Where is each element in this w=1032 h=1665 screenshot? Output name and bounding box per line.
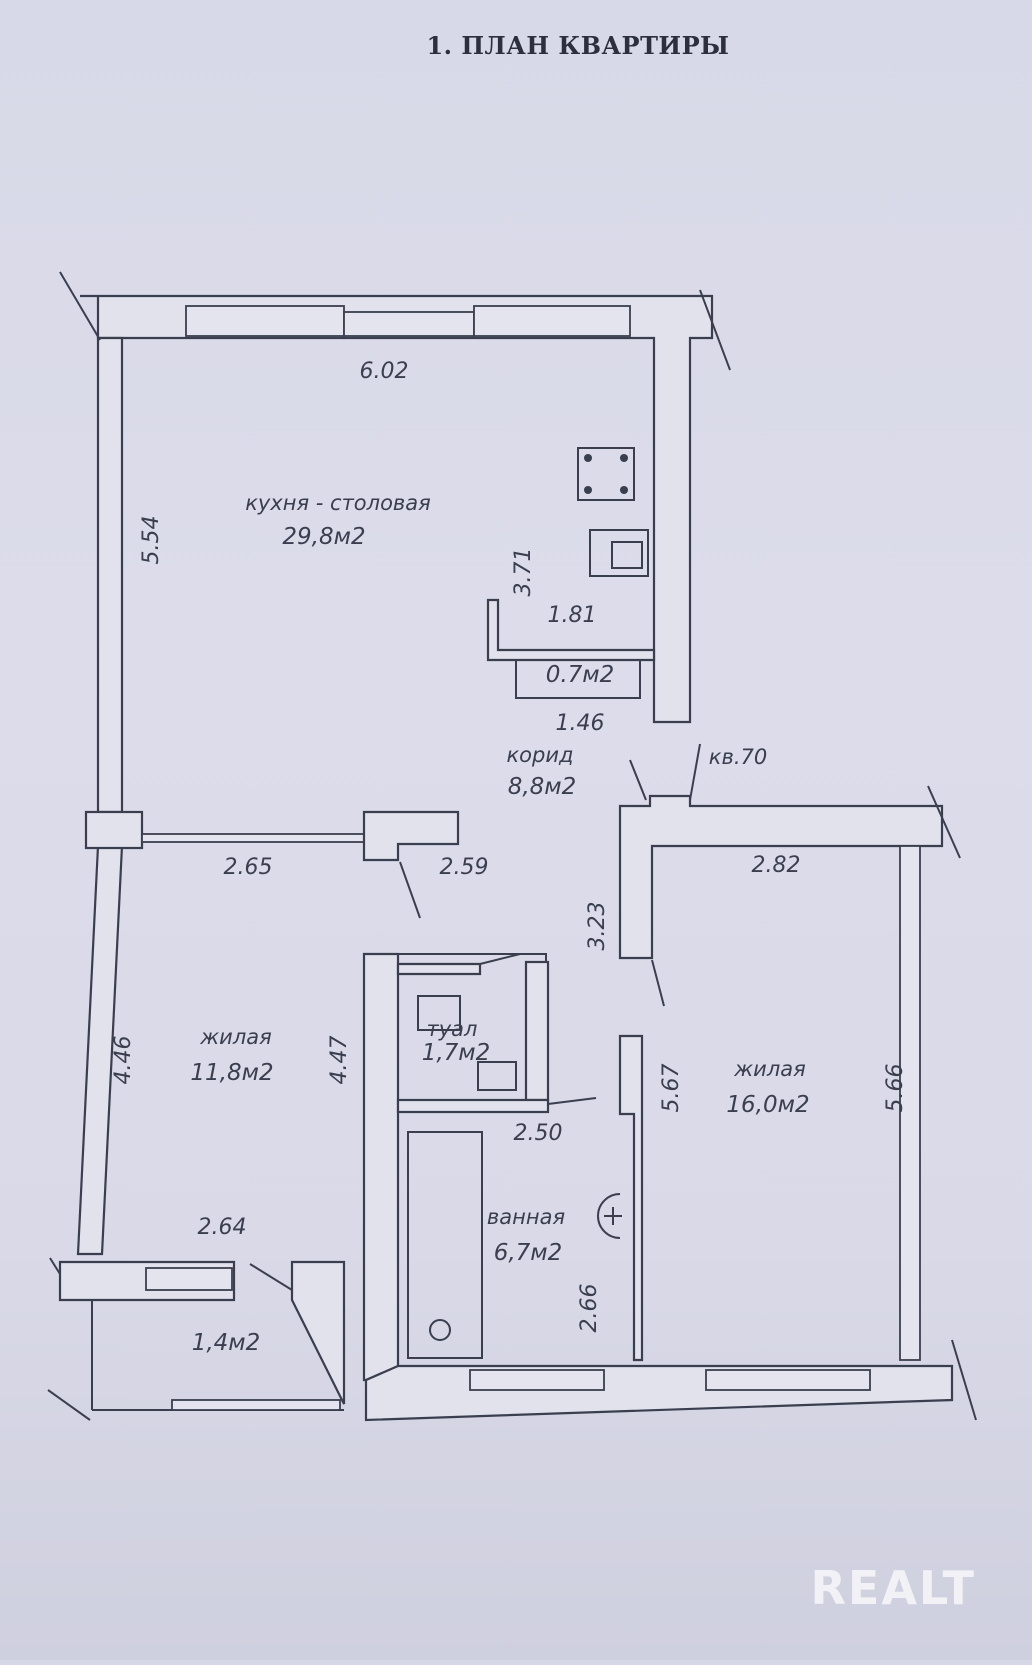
room-area-living-left: 11,8м2 (190, 1060, 273, 1086)
room-name-kitchen: кухня - столовая (245, 491, 431, 515)
dim-kitchen-length: 5.54 (139, 516, 164, 565)
room-name-toilet: туал (427, 1017, 478, 1041)
room-name-living-left: жилая (199, 1025, 272, 1049)
room-area-living-right: 16,0м2 (726, 1092, 809, 1118)
room-area-kitchen: 29,8м2 (282, 524, 365, 550)
dim-bath-length: 2.66 (577, 1284, 602, 1333)
bottom-wall (47, 1257, 977, 1422)
room-name-corridor: корид (506, 743, 573, 767)
room-area-bath: 6,7м2 (494, 1240, 563, 1266)
dim-bath-width: 2.50 (514, 1121, 563, 1146)
room-name-bath: ванная (487, 1205, 565, 1229)
apartment-number: кв.70 (709, 745, 767, 769)
dim-left-room-length: 4.46 (111, 1036, 136, 1085)
room-labels: кухня - столовая 29,8м2 корид 8,8м2 жила… (190, 491, 809, 1356)
dim-kitchen-width: 6.02 (360, 359, 409, 384)
room-area-toilet: 1,7м2 (422, 1040, 491, 1066)
dim-right-room-length-b: 5.66 (883, 1064, 908, 1113)
dim-balcony-width: 2.64 (198, 1215, 247, 1240)
right-room-walls (618, 743, 961, 1362)
dim-niche-length: 3.71 (511, 548, 536, 597)
room-name-living-right: жилая (733, 1057, 806, 1081)
room-area-storage: 0.7м2 (546, 662, 615, 688)
dimension-labels: 6.02 5.54 3.71 1.81 1.46 2.65 2.59 3.23 … (111, 359, 908, 1332)
realt-watermark: REALT (810, 1561, 976, 1615)
kitchen-fixtures (486, 447, 656, 699)
dim-toilet-wall-length: 4.47 (327, 1036, 352, 1085)
room-area-balcony: 1,4м2 (192, 1330, 261, 1356)
dim-left-room-width-b: 2.59 (440, 855, 489, 880)
outer-walls (59, 271, 731, 1256)
dim-right-room-length-a: 5.67 (659, 1064, 684, 1113)
dim-niche-width: 1.81 (548, 603, 597, 628)
room-area-corridor: 8,8м2 (508, 774, 577, 800)
dim-storage-width: 1.46 (556, 711, 605, 736)
plan-title: 1. ПЛАН КВАРТИРЫ (426, 31, 729, 60)
dim-left-room-width-a: 2.65 (224, 855, 273, 880)
partition-kitchen-room (84, 810, 460, 919)
dim-right-room-width: 2.82 (752, 853, 801, 878)
dim-corridor-length: 3.23 (585, 902, 610, 951)
